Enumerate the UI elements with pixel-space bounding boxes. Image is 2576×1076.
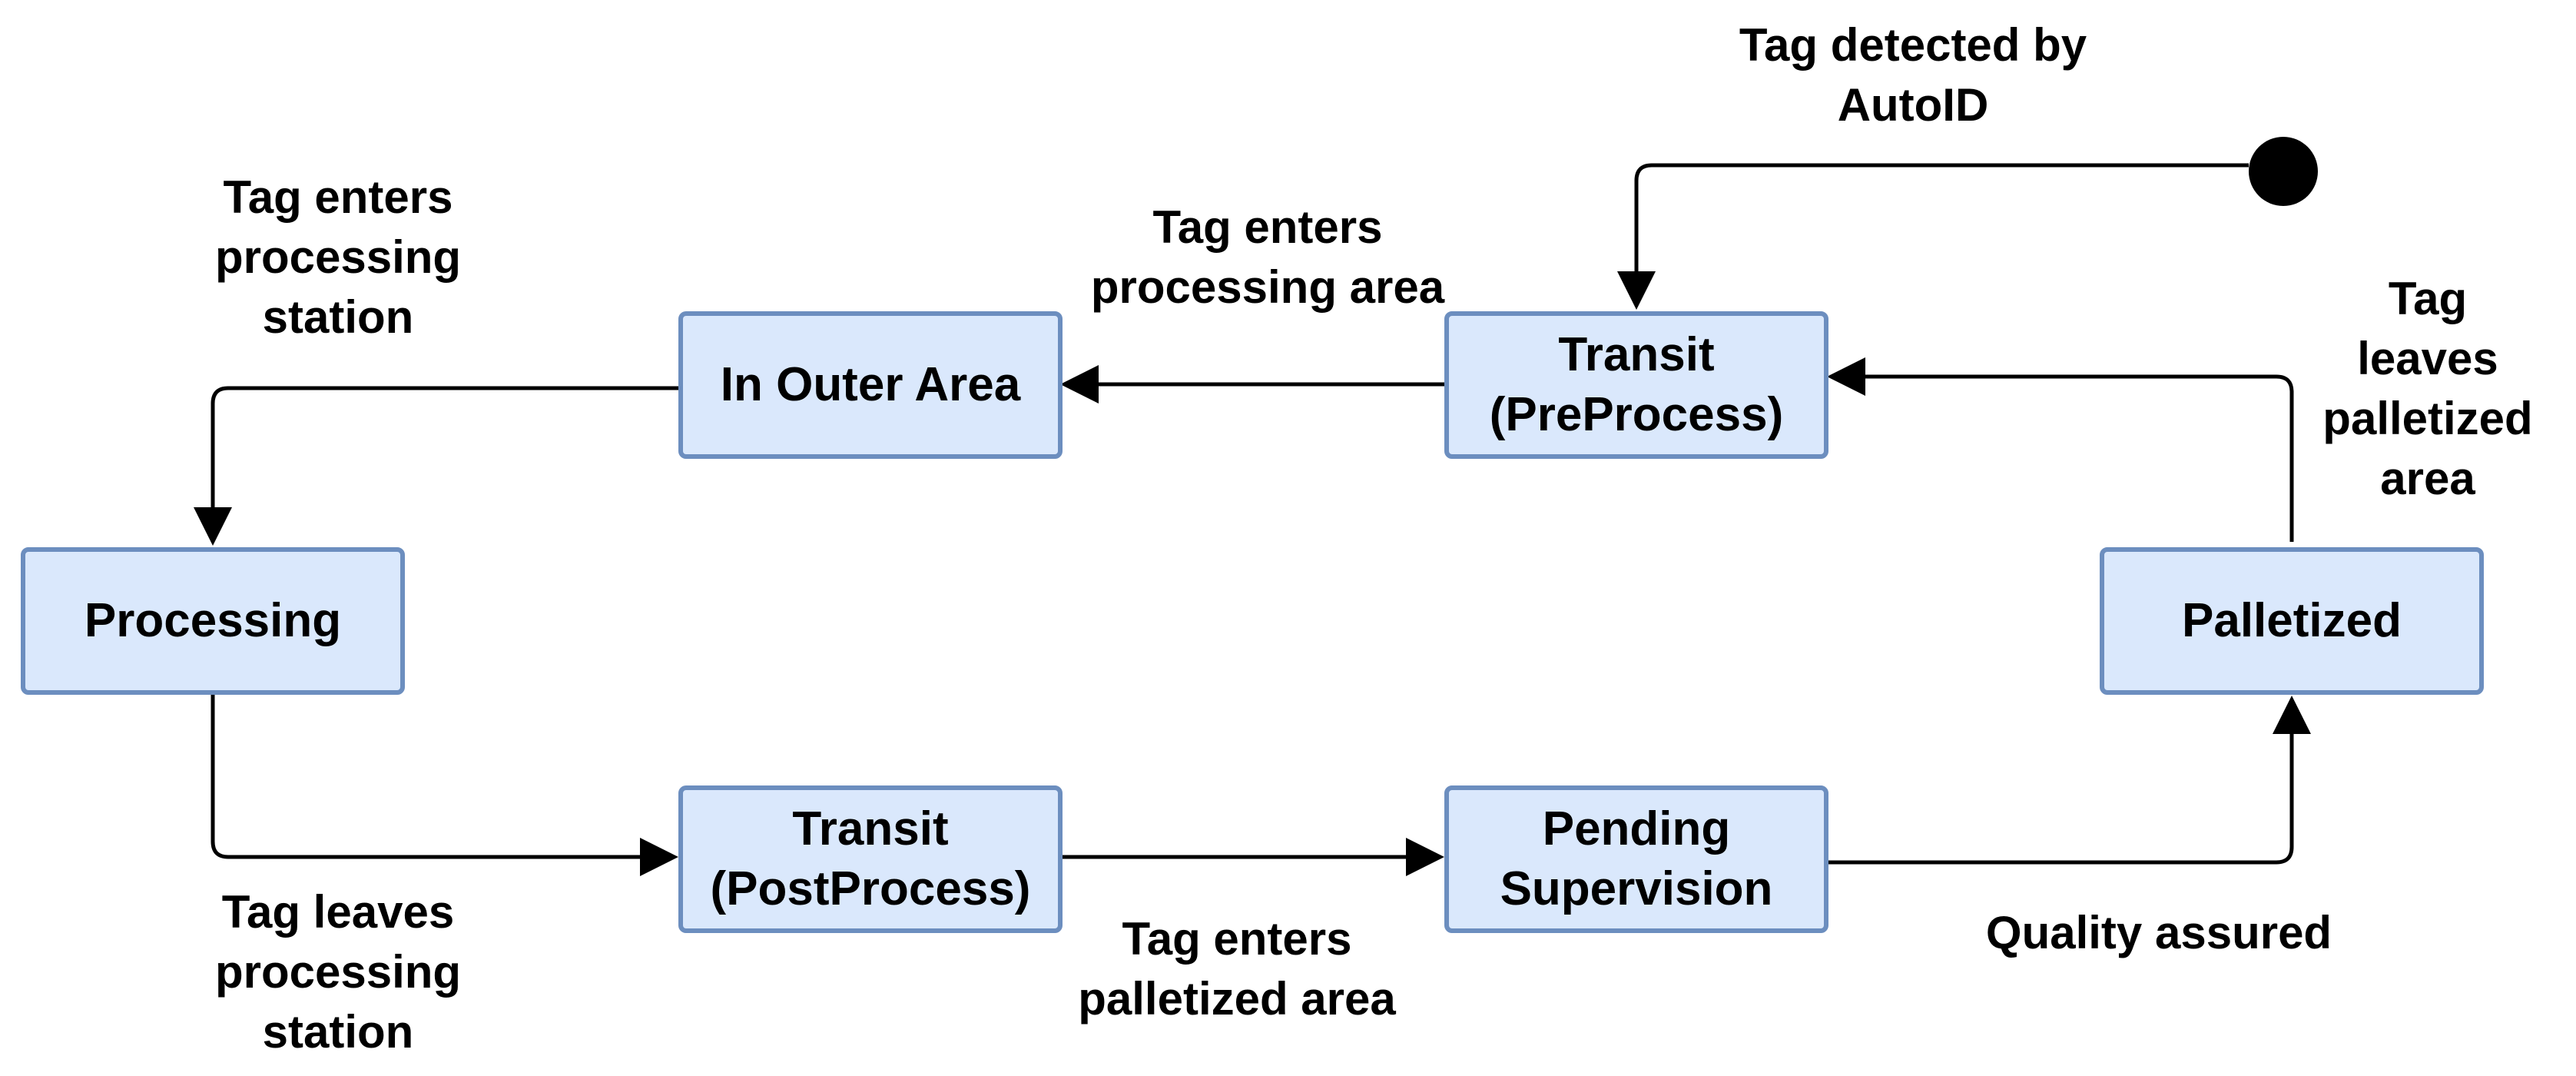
transition-label-leaves-palletized-area: Tag leaves palletized area (2293, 269, 2562, 509)
state-label: Processing (84, 594, 342, 647)
transition-label-enters-processing-station: Tag enters processing station (146, 168, 530, 347)
label-line: Tag enters (1152, 201, 1383, 253)
initial-state-dot (2249, 137, 2318, 206)
edge-pending-to-palletized (1827, 696, 2311, 865)
transition-label-leaves-processing-station: Tag leaves processing station (146, 882, 530, 1062)
transition-label-enters-processing-area: Tag enters processing area (1029, 198, 1506, 317)
label-line: area (2380, 453, 2475, 504)
edge-outer-area-to-processing (194, 386, 680, 546)
state-palletized: Palletized (2100, 547, 2484, 695)
state-processing: Processing (21, 547, 405, 695)
label-line: AutoID (1837, 79, 1989, 131)
label-line: Quality assured (1985, 907, 2332, 958)
label-line: station (262, 1006, 414, 1058)
label-line: processing area (1090, 261, 1445, 313)
state-label: Palletized (2182, 594, 2402, 647)
state-in-outer-area: In Outer Area (678, 311, 1063, 459)
state-label: Transit (792, 802, 949, 855)
edge-palletized-to-transit-preprocess (1827, 357, 2294, 542)
edge-initial-to-transit-preprocess (1617, 163, 2249, 310)
label-line: palletized (2322, 393, 2533, 444)
state-label: (PreProcess) (1489, 388, 1784, 441)
label-line: leaves (2357, 333, 2498, 384)
state-transit-preprocess: Transit (PreProcess) (1444, 311, 1828, 459)
label-line: processing (214, 946, 462, 998)
transition-label-tag-detected: Tag detected by AutoID (1644, 15, 2182, 135)
label-line: processing (214, 231, 462, 283)
state-label: Pending (1542, 802, 1731, 855)
state-pending-supervision: Pending Supervision (1444, 785, 1828, 933)
transition-label-enters-palletized-area: Tag enters palletized area (1006, 909, 1467, 1029)
state-label: (PostProcess) (710, 862, 1031, 915)
label-line: Tag detected by (1739, 19, 2087, 71)
label-line: Tag enters (1122, 913, 1352, 965)
label-line: Tag leaves (221, 886, 455, 938)
label-line: Tag (2388, 273, 2468, 324)
state-label: Supervision (1500, 862, 1773, 915)
label-line: Tag enters (223, 171, 453, 223)
transition-label-quality-assured: Quality assured (1890, 903, 2428, 963)
state-label: In Outer Area (720, 358, 1021, 411)
label-line: palletized area (1078, 973, 1396, 1025)
edge-processing-to-transit-postprocess (211, 694, 678, 876)
state-label: Transit (1558, 328, 1715, 381)
label-line: station (262, 291, 414, 343)
state-transit-postprocess: Transit (PostProcess) (678, 785, 1063, 933)
